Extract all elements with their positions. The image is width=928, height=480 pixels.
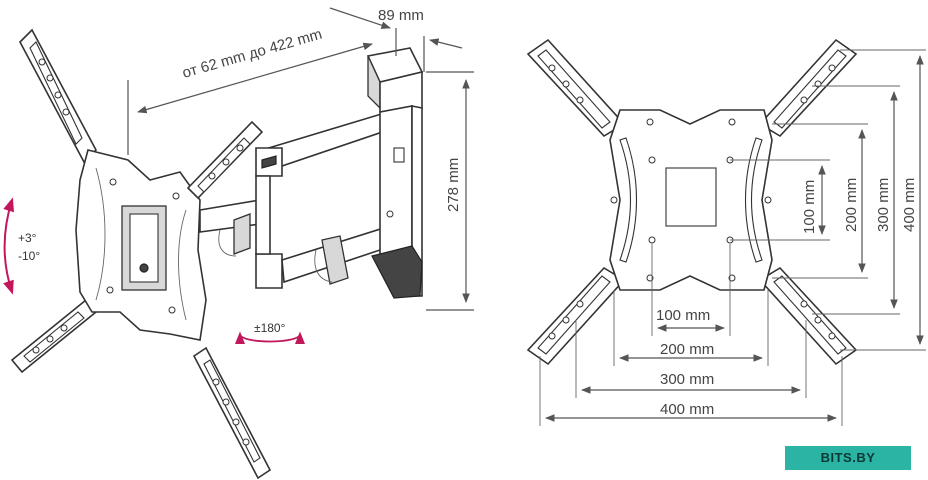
horizontal-200-label: 200 mm	[660, 341, 714, 358]
tilt-arrow	[3, 197, 15, 295]
height-label: 278 mm	[445, 158, 462, 212]
mount-perspective-view: от 62 mm до 422 mm 89 mm 278 mm +3° -10°…	[3, 7, 474, 480]
vertical-200-label: 200 mm	[843, 178, 860, 232]
vertical-100-label: 100 mm	[801, 180, 818, 234]
vesa-arm-lower-right	[758, 266, 858, 366]
vesa-arm-upper-left	[526, 38, 626, 138]
horizontal-300-label: 300 mm	[660, 371, 714, 388]
vesa-center-window	[665, 167, 717, 227]
vertical-300-label: 300 mm	[875, 178, 892, 232]
vesa-front-view: 100 mm 200 mm 300 mm 400 mm 100 mm 200 m…	[526, 38, 926, 426]
tilt-up-label: +3°	[18, 231, 37, 245]
swivel-label: ±180°	[254, 321, 286, 335]
horizontal-400-label: 400 mm	[660, 401, 714, 418]
arm-reach-label: от 62 mm до 422 mm	[180, 26, 324, 82]
tilt-down-label: -10°	[18, 249, 40, 263]
wall-plate	[366, 47, 424, 299]
plate-arm-lower-right	[192, 346, 272, 480]
articulating-arm-upper	[199, 111, 402, 233]
vesa-arm-upper-right	[758, 38, 858, 138]
depth-label: 89 mm	[378, 7, 424, 24]
plate-arm-upper-left	[19, 28, 97, 164]
watermark-logo: BITS.BY	[785, 446, 911, 470]
articulating-arm-lower	[218, 213, 400, 289]
vertical-400-label: 400 mm	[901, 178, 918, 232]
arm-vertical-link	[255, 175, 271, 255]
swivel-arrow	[235, 331, 305, 345]
reach-dimension-line	[137, 42, 373, 114]
plate-arm-lower-left	[10, 298, 98, 374]
vesa-arm-lower-left	[526, 266, 626, 366]
horizontal-100-label: 100 mm	[656, 307, 710, 324]
plate-arm-upper-right	[186, 120, 264, 200]
